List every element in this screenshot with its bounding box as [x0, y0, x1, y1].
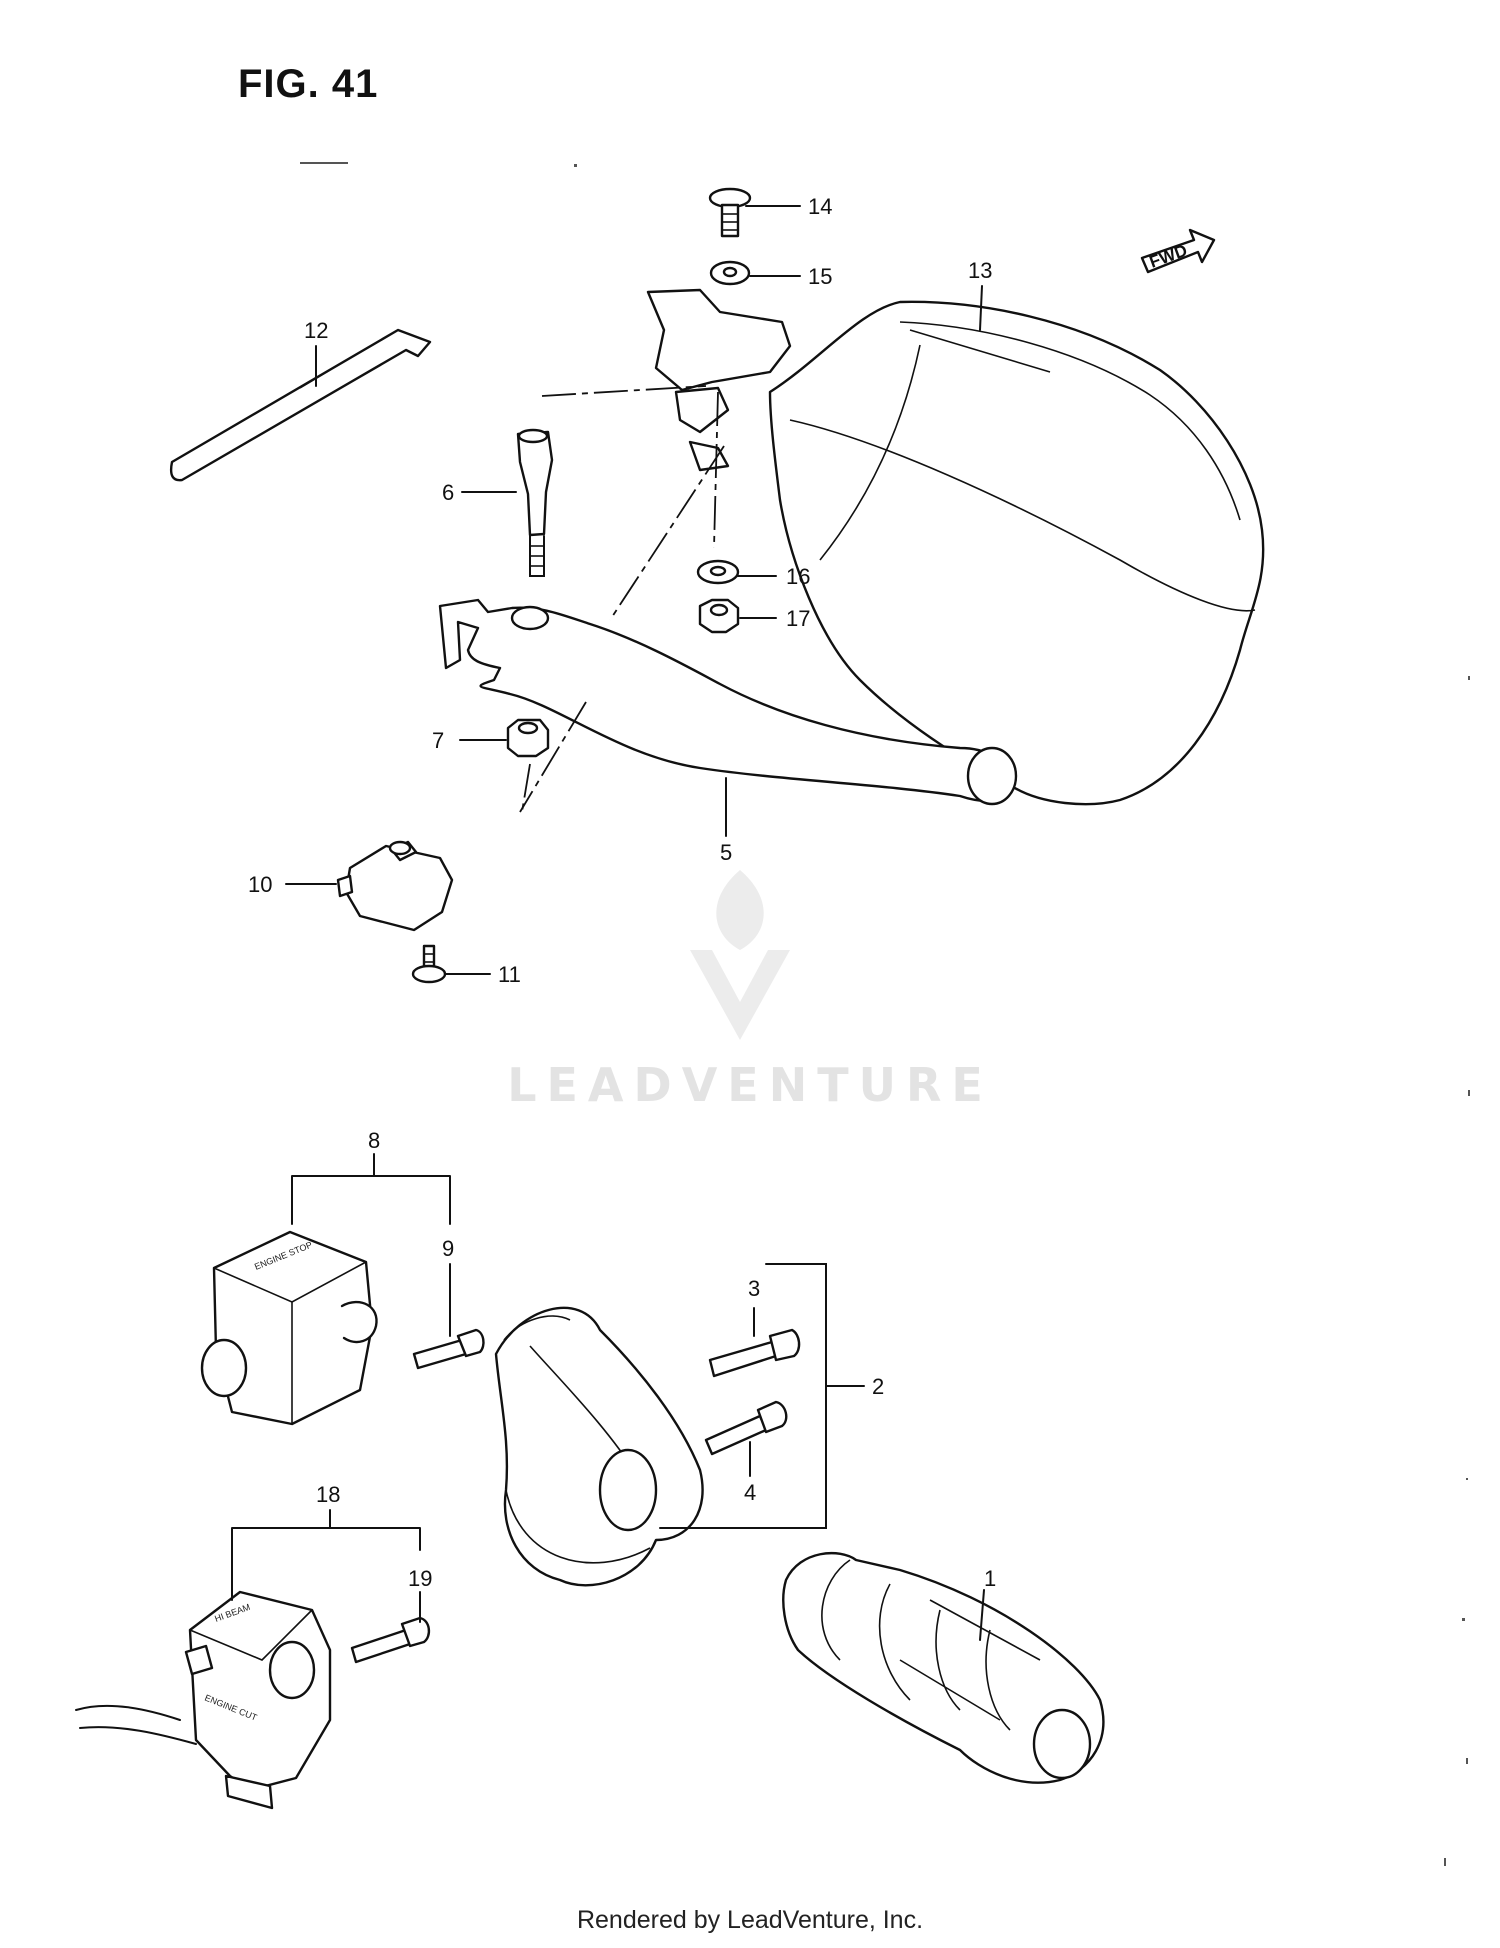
callout-5: 5 [720, 840, 732, 865]
lever-switch [336, 840, 454, 932]
clutch-lever [438, 598, 1018, 806]
callout-4: 4 [744, 1480, 756, 1505]
callout-12: 12 [304, 318, 328, 343]
engine-stop-switch: ENGINE STOP [200, 1230, 378, 1426]
pivot-bolt [516, 428, 554, 577]
leader-lines [231, 205, 985, 1641]
callout-numbers: 1 2 3 4 5 6 7 8 9 10 11 12 13 14 15 16 1… [248, 194, 996, 1591]
callout-15: 15 [808, 264, 832, 289]
screw-part-4 [704, 1400, 788, 1456]
callout-19: 19 [408, 1566, 432, 1591]
callout-3: 3 [748, 1276, 760, 1301]
nut-part-17 [698, 598, 740, 634]
screw-part-9 [412, 1328, 485, 1370]
callout-17: 17 [786, 606, 810, 631]
assembly-lines [519, 385, 725, 813]
callout-1: 1 [984, 1566, 996, 1591]
screw-part-19 [350, 1616, 431, 1664]
callout-7: 7 [432, 728, 444, 753]
callout-14: 14 [808, 194, 832, 219]
screw-part-3 [708, 1328, 801, 1378]
scan-specks [300, 162, 1470, 1866]
callout-8: 8 [368, 1128, 380, 1153]
callout-2: 2 [872, 1374, 884, 1399]
screw-part-11 [411, 944, 447, 984]
nut-part-7 [506, 718, 550, 758]
footer-credit: Rendered by LeadVenture, Inc. [576, 1906, 924, 1934]
washer-part-15 [709, 260, 751, 286]
throttle-housing [494, 1306, 704, 1587]
watermark-logo [690, 870, 790, 1040]
callout-16: 16 [786, 564, 810, 589]
callout-11: 11 [498, 962, 521, 987]
watermark-text: LEADVENTURE [507, 1058, 993, 1112]
callout-10: 10 [248, 872, 272, 897]
callout-9: 9 [442, 1236, 454, 1261]
washer-part-16 [696, 559, 740, 585]
cable-tie [169, 328, 432, 482]
fwd-label: FWD [1147, 241, 1190, 272]
callout-18: 18 [316, 1482, 340, 1507]
callout-13: 13 [968, 258, 992, 283]
callout-6: 6 [442, 480, 454, 505]
hand-guard [768, 300, 1265, 806]
screw-part-14 [708, 187, 752, 238]
handlebar-switch: HI BEAM ENGINE CUT [75, 1590, 332, 1810]
throttle-grip [782, 1552, 1105, 1784]
figure-title: FIG. 41 [238, 62, 379, 106]
fwd-direction-marker: FWD [1140, 228, 1216, 274]
mounting-bracket [646, 288, 792, 472]
